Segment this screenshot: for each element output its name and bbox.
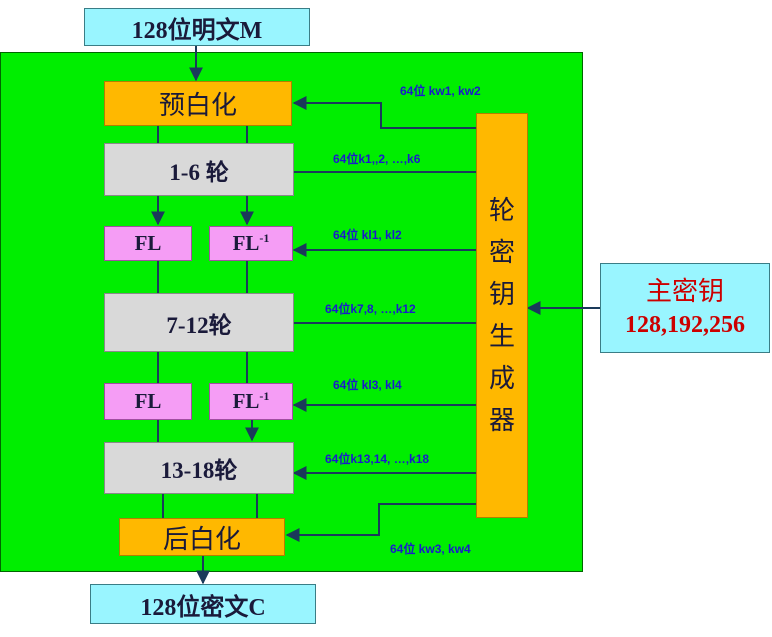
post-whitening-box: 后白化	[119, 518, 285, 556]
key-label-k13-18: 64位k13,14, …,k18	[325, 452, 430, 466]
fl-label: FL	[134, 231, 162, 255]
fl-inverse-box-2: FL-1	[209, 383, 293, 420]
fl-inverse-box-1: FL-1	[209, 226, 293, 261]
key-schedule-char: 生	[488, 321, 515, 351]
fl-inverse-label: FL-1	[232, 231, 270, 255]
ciphertext-label: 128位密文C	[140, 594, 266, 621]
key-schedule-char: 成	[488, 363, 515, 393]
key-schedule-char: 密	[488, 237, 515, 267]
fl-label: FL	[134, 389, 162, 413]
round-block-7-12: 7-12轮	[104, 293, 294, 352]
round-label: 13-18轮	[160, 458, 238, 483]
key-label-kw12: 64位 kw1, kw2	[400, 84, 481, 98]
round-label: 7-12轮	[166, 312, 232, 338]
key-schedule-char: 器	[488, 405, 515, 435]
key-label-kl12: 64位 kl1, kl2	[333, 228, 402, 242]
master-key-box: 主密钥 128,192,256	[600, 263, 770, 353]
round-block-13-18: 13-18轮	[104, 442, 294, 494]
key-label-kl34: 64位 kl3, kl4	[333, 378, 402, 392]
key-label-k1-6: 64位k1,,2, …,k6	[333, 152, 421, 166]
fl-box-2: FL	[104, 383, 192, 420]
ciphertext-output-box: 128位密文C	[90, 584, 316, 624]
key-arrow-kw12	[292, 96, 476, 129]
pre-whitening-label: 预白化	[158, 91, 237, 120]
post-whitening-label: 后白化	[162, 524, 241, 554]
master-key-title: 主密钥	[645, 277, 724, 306]
round-block-1-6: 1-6 轮	[104, 143, 294, 196]
key-schedule-box: 轮 密 钥 生 成 器	[476, 113, 528, 518]
key-label-kw34: 64位 kw3, kw4	[390, 542, 471, 556]
plaintext-label: 128位明文M	[131, 17, 263, 44]
plaintext-input-box: 128位明文M	[84, 8, 310, 46]
pre-whitening-box: 预白化	[104, 81, 292, 126]
key-schedule-char: 轮	[488, 195, 515, 225]
key-schedule-char: 钥	[488, 279, 515, 309]
key-label-k7-12: 64位k7,8, …,k12	[325, 302, 416, 316]
fl-inverse-label: FL-1	[232, 389, 270, 413]
master-key-sizes: 128,192,256	[625, 312, 745, 338]
round-label: 1-6 轮	[169, 159, 229, 185]
fl-box-1: FL	[104, 226, 192, 261]
key-arrow-kw34	[285, 503, 476, 542]
